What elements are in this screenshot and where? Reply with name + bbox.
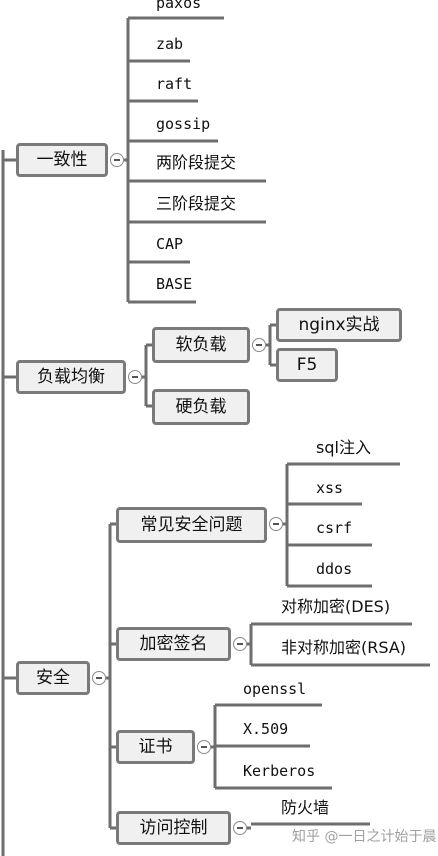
node-certificate-label: 证书 bbox=[138, 736, 173, 757]
leaf-x509[interactable]: X.509 bbox=[243, 720, 289, 738]
leaf-paxos[interactable]: paxos bbox=[156, 0, 202, 12]
collapse-security-icon[interactable] bbox=[92, 671, 106, 685]
node-nginx[interactable]: nginx实战 bbox=[276, 308, 402, 342]
node-encryption[interactable]: 加密签名 bbox=[116, 627, 231, 661]
node-nginx-label: nginx实战 bbox=[298, 314, 380, 335]
node-security[interactable]: 安全 bbox=[16, 661, 90, 695]
node-certificate[interactable]: 证书 bbox=[116, 730, 195, 764]
leaf-csrf[interactable]: csrf bbox=[316, 519, 353, 537]
leaf-kerberos[interactable]: Kerberos bbox=[243, 762, 316, 780]
node-f5-label: F5 bbox=[296, 354, 318, 375]
node-f5[interactable]: F5 bbox=[276, 348, 338, 382]
node-common-issues[interactable]: 常见安全问题 bbox=[116, 507, 267, 543]
leaf-openssl[interactable]: openssl bbox=[243, 680, 307, 698]
node-load-balance-label: 负载均衡 bbox=[37, 366, 105, 387]
node-hard-load[interactable]: 硬负载 bbox=[152, 389, 250, 425]
node-security-label: 安全 bbox=[36, 667, 70, 688]
leaf-zab[interactable]: zab bbox=[156, 35, 184, 53]
leaf-xss[interactable]: xss bbox=[316, 479, 344, 497]
leaf-gossip[interactable]: gossip bbox=[156, 115, 211, 133]
node-access-control-label: 访问控制 bbox=[139, 817, 208, 838]
leaf-symmetric-encryption[interactable]: 对称加密(DES) bbox=[281, 597, 391, 616]
node-load-balance[interactable]: 负载均衡 bbox=[16, 360, 126, 394]
leaf-cap[interactable]: CAP bbox=[156, 235, 184, 253]
collapse-encryption-icon[interactable] bbox=[233, 637, 247, 651]
node-soft-load[interactable]: 软负载 bbox=[152, 327, 250, 363]
collapse-load-balance-icon[interactable] bbox=[128, 370, 142, 384]
collapse-soft-load-icon[interactable] bbox=[252, 338, 266, 352]
leaf-three-phase-commit[interactable]: 三阶段提交 bbox=[156, 194, 237, 213]
node-common-issues-label: 常见安全问题 bbox=[140, 514, 243, 535]
collapse-consistency-icon[interactable] bbox=[110, 153, 124, 167]
leaf-two-phase-commit[interactable]: 两阶段提交 bbox=[156, 153, 237, 172]
watermark: 知乎 @一日之计始于晨 bbox=[292, 829, 437, 845]
node-consistency[interactable]: 一致性 bbox=[16, 143, 108, 177]
leaf-sql-injection[interactable]: sql注入 bbox=[316, 438, 371, 457]
leaf-raft[interactable]: raft bbox=[156, 75, 193, 93]
collapse-access-control-icon[interactable] bbox=[233, 821, 247, 835]
leaf-base[interactable]: BASE bbox=[156, 275, 193, 293]
collapse-common-issues-icon[interactable] bbox=[269, 517, 283, 531]
collapse-certificate-icon[interactable] bbox=[197, 740, 211, 754]
node-access-control[interactable]: 访问控制 bbox=[116, 811, 231, 845]
node-soft-load-label: 软负载 bbox=[175, 334, 227, 355]
node-hard-load-label: 硬负载 bbox=[175, 396, 227, 417]
node-consistency-label: 一致性 bbox=[36, 149, 88, 170]
node-encryption-label: 加密签名 bbox=[139, 633, 208, 654]
leaf-firewall[interactable]: 防火墙 bbox=[281, 798, 330, 817]
leaf-ddos[interactable]: ddos bbox=[316, 560, 353, 578]
leaf-asymmetric-encryption[interactable]: 非对称加密(RSA) bbox=[281, 638, 407, 657]
